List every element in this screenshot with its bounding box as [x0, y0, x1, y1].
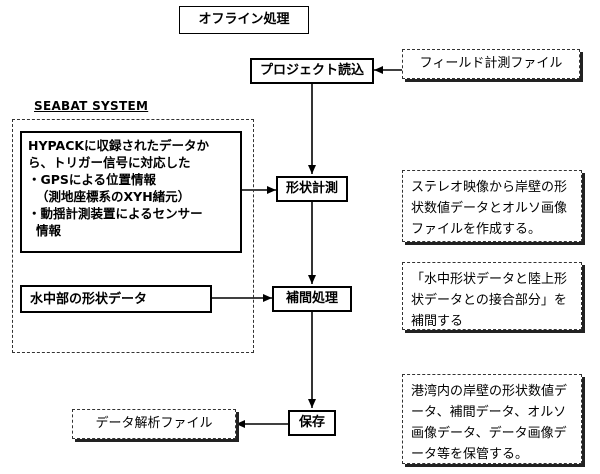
- save-text: 保存: [298, 415, 325, 430]
- project-load-box: プロジェクト読込: [250, 58, 374, 84]
- title-box: オフライン処理: [179, 6, 309, 34]
- field-file-box: フィールド計測ファイル: [402, 49, 580, 79]
- data-file-box: データ解析ファイル: [72, 409, 236, 439]
- title-text: オフライン処理: [198, 12, 290, 27]
- seabat-system-box: [12, 119, 254, 353]
- hypack-line-6: 情報: [36, 223, 62, 238]
- field-file-text: フィールド計測ファイル: [419, 56, 563, 71]
- hypack-line-1: HYPACKに収録されたデータか: [28, 138, 210, 153]
- note-interpolation-text: 「水中形状データと陸上形状データとの接合部分」を補間する: [411, 272, 568, 329]
- project-load-text: プロジェクト読込: [259, 63, 364, 78]
- shape-measure-box: 形状計測: [276, 176, 348, 202]
- interpolation-text: 補間処理: [285, 291, 338, 306]
- shape-measure-text: 形状計測: [285, 181, 338, 196]
- note-stereo: ステレオ映像から岸壁の形状数値データとオルソ画像ファイルを作成する。: [402, 170, 582, 242]
- hypack-data-box: HYPACKに収録されたデータか ら、トリガー信号に対応した ・GPSによる位置…: [20, 131, 242, 253]
- hypack-line-5: ・動揺計測装置によるセンサー: [28, 206, 203, 221]
- data-file-text: データ解析ファイル: [95, 416, 213, 431]
- hypack-line-3: ・GPSによる位置情報: [28, 172, 157, 187]
- hypack-line-2: ら、トリガー信号に対応した: [28, 155, 191, 170]
- note-stereo-text: ステレオ映像から岸壁の形状数値データとオルソ画像ファイルを作成する。: [411, 180, 568, 237]
- note-storage: 港湾内の岸壁の形状数値データ、補間データ、オルソ画像データ、データ画像データ等を…: [402, 374, 582, 464]
- save-box: 保存: [288, 410, 336, 436]
- seabat-label: SEABAT SYSTEM: [34, 99, 149, 113]
- hypack-line-4: （測地座標系のXYH緒元）: [36, 189, 191, 204]
- underwater-data-box: 水中部の形状データ: [20, 285, 212, 313]
- interpolation-box: 補間処理: [272, 286, 352, 312]
- underwater-data-text: 水中部の形状データ: [30, 292, 148, 307]
- note-interpolation: 「水中形状データと陸上形状データとの接合部分」を補間する: [402, 262, 582, 330]
- note-storage-text: 港湾内の岸壁の形状数値データ、補間データ、オルソ画像データ、データ画像データ等を…: [411, 384, 568, 462]
